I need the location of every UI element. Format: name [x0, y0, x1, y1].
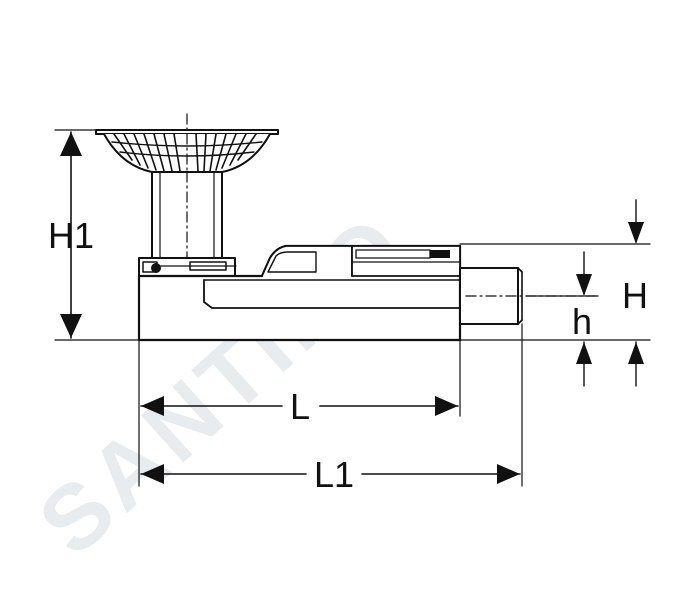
dimension-H [628, 199, 644, 387]
dimension-h [576, 251, 592, 387]
vertical-pipe [151, 171, 223, 259]
drain-grate [95, 113, 279, 251]
dimension-L1 [140, 323, 523, 487]
label-L1: L1 [314, 454, 354, 495]
dimension-h1 [54, 129, 140, 341]
outlet-pipe [459, 267, 599, 325]
label-h: h [572, 301, 592, 342]
extension-lines-right [459, 243, 651, 341]
label-H: H [622, 275, 648, 316]
dimension-L [138, 339, 461, 487]
label-L: L [290, 386, 310, 427]
clamp-ring [138, 257, 237, 277]
label-H1: H1 [48, 215, 94, 256]
